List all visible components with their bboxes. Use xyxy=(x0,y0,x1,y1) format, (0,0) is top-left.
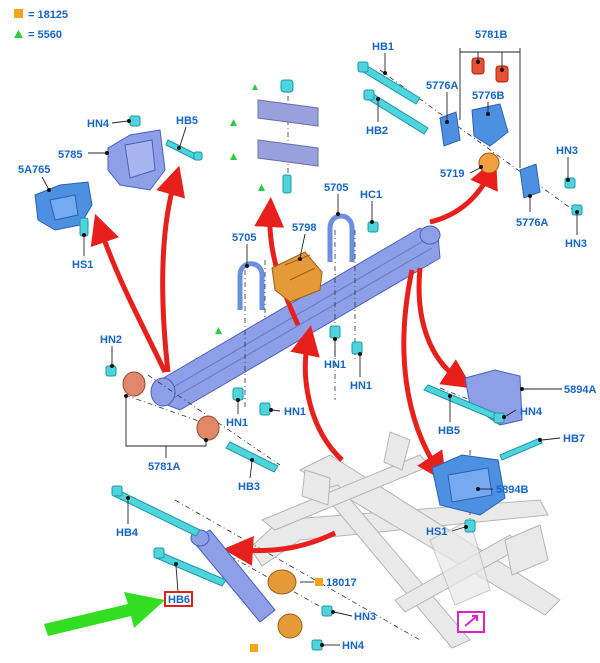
label-5781a: 5781A xyxy=(148,461,180,473)
bracket-5894a xyxy=(423,369,523,426)
insulator-pads xyxy=(215,79,319,334)
legend-5560: = 5560 xyxy=(28,29,62,41)
label-5719: 5719 xyxy=(440,168,464,180)
label-hn1-a: HN1 xyxy=(226,417,248,429)
label-5894b: 5894B xyxy=(496,484,528,496)
label-hb6[interactable]: HB6 xyxy=(168,594,190,606)
label-hs1-left: HS1 xyxy=(72,259,93,271)
label-hn3-b: HN3 xyxy=(565,238,587,250)
label-hn4-right: HN4 xyxy=(520,406,543,418)
bracket-5785 xyxy=(107,129,166,191)
orange-square-marker-18017 xyxy=(315,578,323,586)
label-18017: 18017 xyxy=(326,577,357,589)
label-5705-b: 5705 xyxy=(324,182,348,194)
hb5-bolt-top xyxy=(165,139,203,161)
shock-absorber xyxy=(111,485,333,652)
label-hb2: HB2 xyxy=(366,125,388,137)
label-hb3: HB3 xyxy=(238,481,260,493)
leader-lines xyxy=(41,48,579,647)
label-5894a: 5894A xyxy=(564,384,596,396)
leaf-spring xyxy=(150,225,441,411)
label-hn1-b: HN1 xyxy=(284,406,306,418)
label-hn1-d: HN1 xyxy=(350,380,372,392)
external-link-icon xyxy=(464,615,478,627)
spacer-5798 xyxy=(271,251,323,303)
label-hn3-a: HN3 xyxy=(556,145,578,157)
label-5776a-bottom: 5776A xyxy=(516,217,548,229)
vehicle-frame xyxy=(249,431,561,649)
label-hb7: HB7 xyxy=(563,433,585,445)
legend: = 18125 = 5560 xyxy=(14,9,68,41)
label-hn4-top: HN4 xyxy=(87,118,110,130)
hn4-nut-top xyxy=(129,115,141,127)
green-pointer-arrow xyxy=(44,592,165,636)
red-arrow-to-5894b xyxy=(401,269,447,483)
red-arrow-to-shock xyxy=(223,530,337,566)
bushings-5781a xyxy=(105,365,279,473)
label-hb5-right: HB5 xyxy=(438,425,460,437)
legend-18125: = 18125 xyxy=(28,9,68,21)
label-5781b-top: 5781B xyxy=(475,29,507,41)
u-bolts xyxy=(237,213,355,310)
label-hb1: HB1 xyxy=(372,41,394,53)
label-hn3-bottom: HN3 xyxy=(354,611,376,623)
red-arrow-to-5a765 xyxy=(90,213,168,374)
red-arrow-to-5719 xyxy=(429,158,498,225)
bracket-5a765 xyxy=(34,181,93,231)
label-hb5-top: HB5 xyxy=(176,115,198,127)
bracket-5894b xyxy=(431,437,543,533)
link-icon-box[interactable] xyxy=(457,611,485,633)
label-hn2: HN2 xyxy=(100,334,122,346)
label-5785: 5785 xyxy=(58,149,82,161)
label-hc1: HC1 xyxy=(360,189,382,201)
hb6-highlight-box xyxy=(164,591,193,607)
shackle-assembly xyxy=(357,57,583,216)
label-5776b: 5776B xyxy=(472,90,504,102)
label-hn4-bottom: HN4 xyxy=(342,640,365,652)
label-hn1-c: HN1 xyxy=(324,359,346,371)
red-arrow-to-hn1 xyxy=(290,325,344,462)
red-arrow-to-5785 xyxy=(156,165,186,373)
green-triangle-icon xyxy=(14,30,23,38)
orange-square-icon xyxy=(14,9,23,18)
callout-labels: HB1 HB2 5781B 5776A 5776B 5719 HN3 5776A… xyxy=(18,29,596,652)
label-5798: 5798 xyxy=(292,222,316,234)
label-hb4: HB4 xyxy=(116,527,139,539)
label-hs1-right: HS1 xyxy=(426,526,447,538)
label-5776a-top: 5776A xyxy=(426,80,458,92)
orange-square-marker-shock xyxy=(250,644,258,652)
label-5a765: 5A765 xyxy=(18,164,50,176)
label-5705-a: 5705 xyxy=(232,232,256,244)
red-arrow-to-5894a xyxy=(416,267,473,389)
